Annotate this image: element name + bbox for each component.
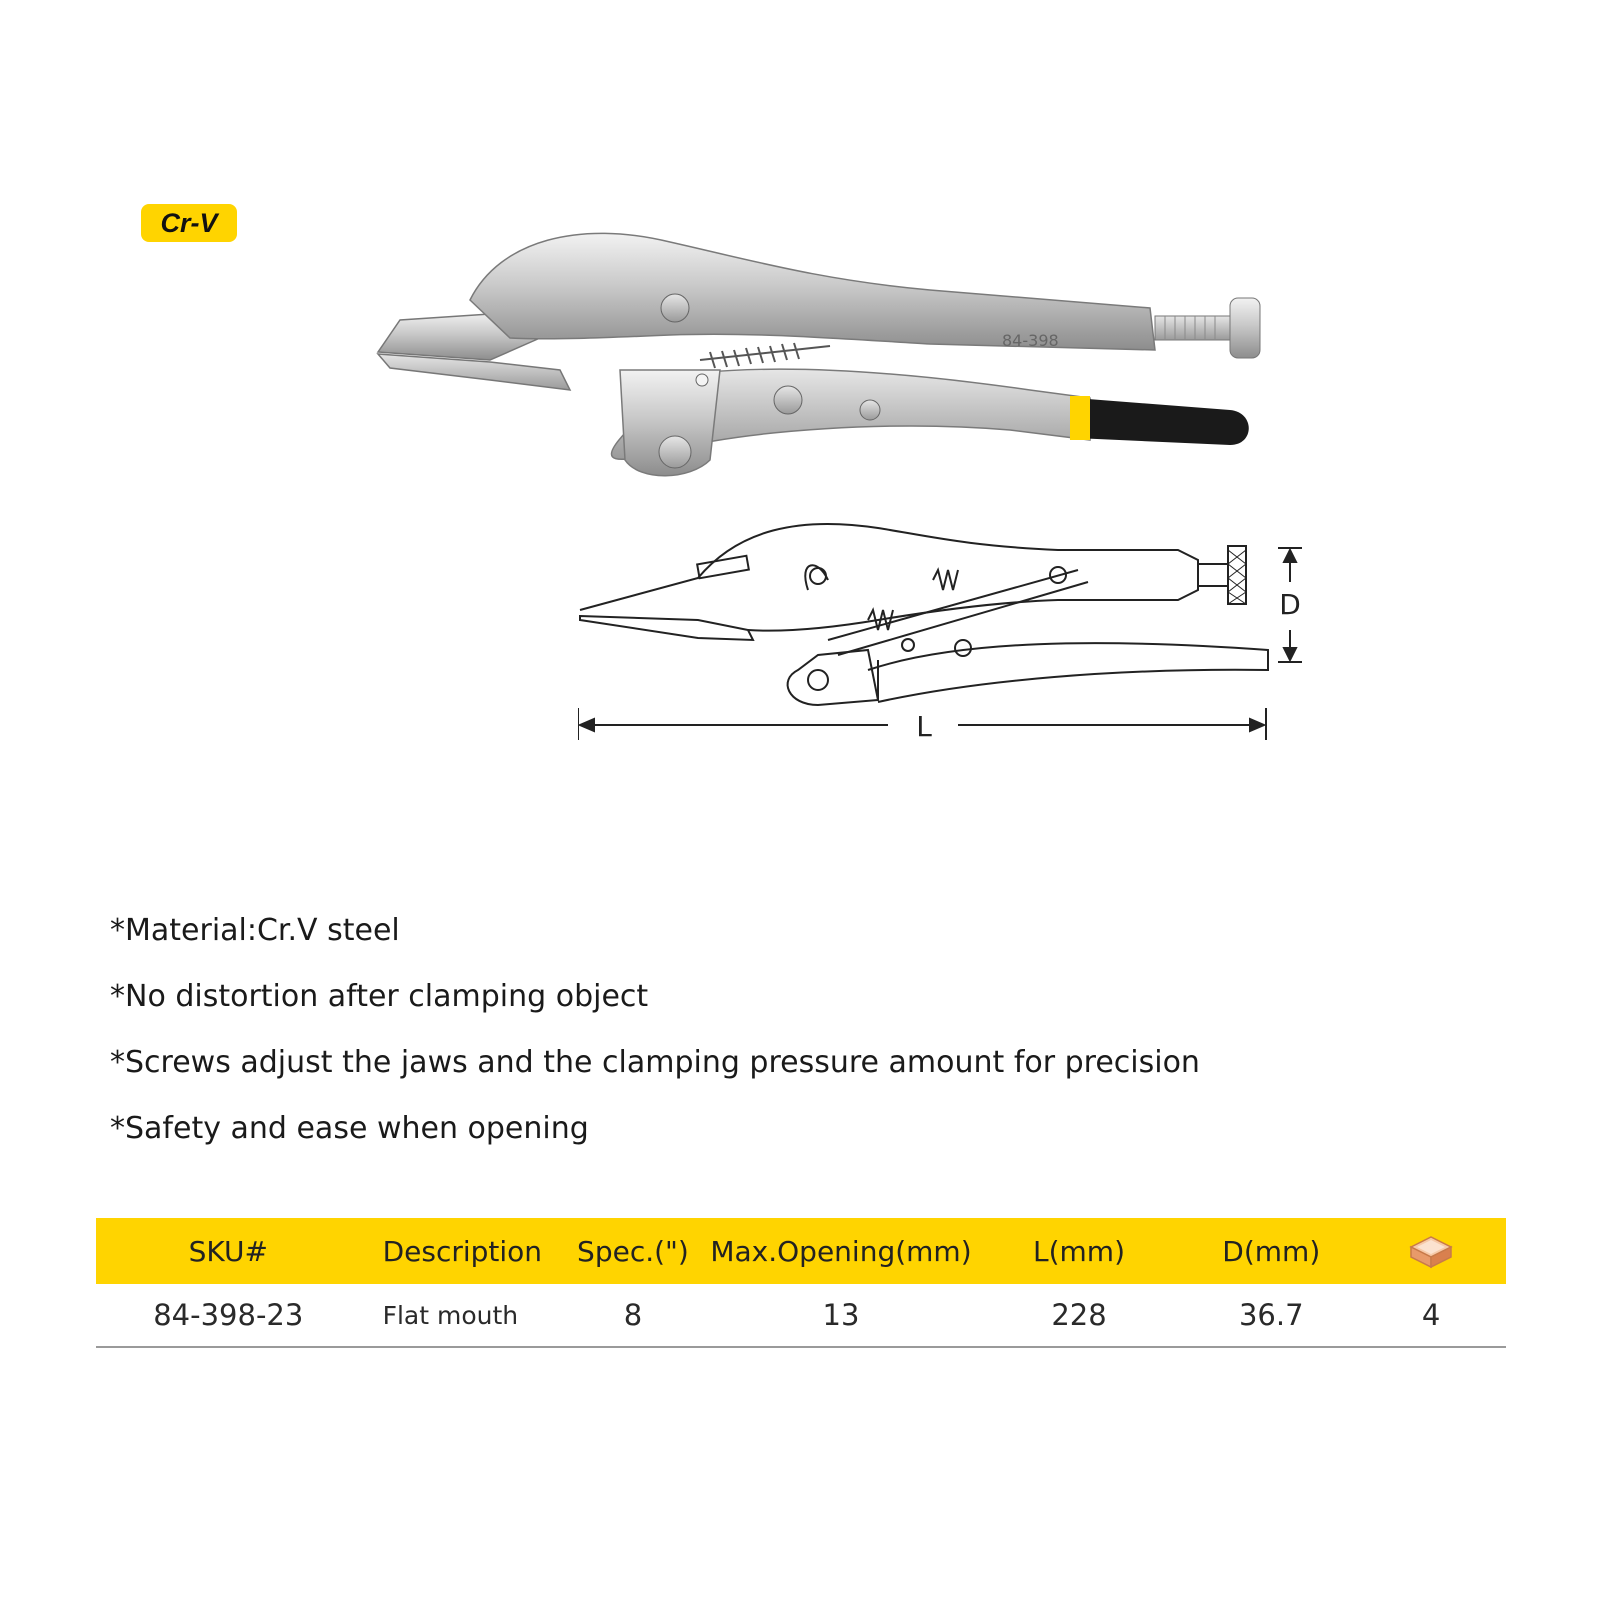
col-header-length: L(mm) xyxy=(971,1218,1187,1284)
feature-item: *Screws adjust the jaws and the clamping… xyxy=(110,1045,1200,1080)
cell-description: Flat mouth xyxy=(360,1284,556,1348)
cell-sku: 84-398-23 xyxy=(96,1284,361,1348)
feature-item: *Material:Cr.V steel xyxy=(110,913,400,948)
product-engraving: 84-398 xyxy=(1002,331,1059,350)
technical-diagram: D L xyxy=(578,522,1302,743)
length-label: L xyxy=(916,710,932,743)
box-icon xyxy=(1409,1236,1453,1269)
cell-depth: 36.7 xyxy=(1186,1284,1357,1348)
cell-spec: 8 xyxy=(555,1284,711,1348)
material-badge: Cr-V xyxy=(141,204,237,242)
col-header-description: Description xyxy=(360,1218,556,1284)
depth-label: D xyxy=(1279,588,1301,621)
spec-table: SKU# Description Spec.(") Max.Opening(mm… xyxy=(96,1218,1506,1348)
table-header-row: SKU# Description Spec.(") Max.Opening(mm… xyxy=(96,1218,1506,1284)
feature-item: *No distortion after clamping object xyxy=(110,979,649,1014)
col-header-depth: D(mm) xyxy=(1186,1218,1357,1284)
cell-box-qty: 4 xyxy=(1356,1284,1506,1348)
col-header-sku: SKU# xyxy=(96,1218,361,1284)
cell-max-opening: 13 xyxy=(710,1284,972,1348)
feature-item: *Safety and ease when opening xyxy=(110,1111,589,1146)
col-header-box-qty xyxy=(1356,1218,1506,1284)
cell-length: 228 xyxy=(971,1284,1187,1348)
col-header-spec: Spec.(") xyxy=(555,1218,711,1284)
feature-list: *Material:Cr.V steel *No distortion afte… xyxy=(110,898,1200,1162)
col-header-max-opening: Max.Opening(mm) xyxy=(710,1218,972,1284)
table-row: 84-398-23 Flat mouth 8 13 228 36.7 4 xyxy=(96,1284,1506,1348)
product-photo: 84-398 xyxy=(376,232,1261,477)
material-badge-label: Cr-V xyxy=(160,207,218,238)
